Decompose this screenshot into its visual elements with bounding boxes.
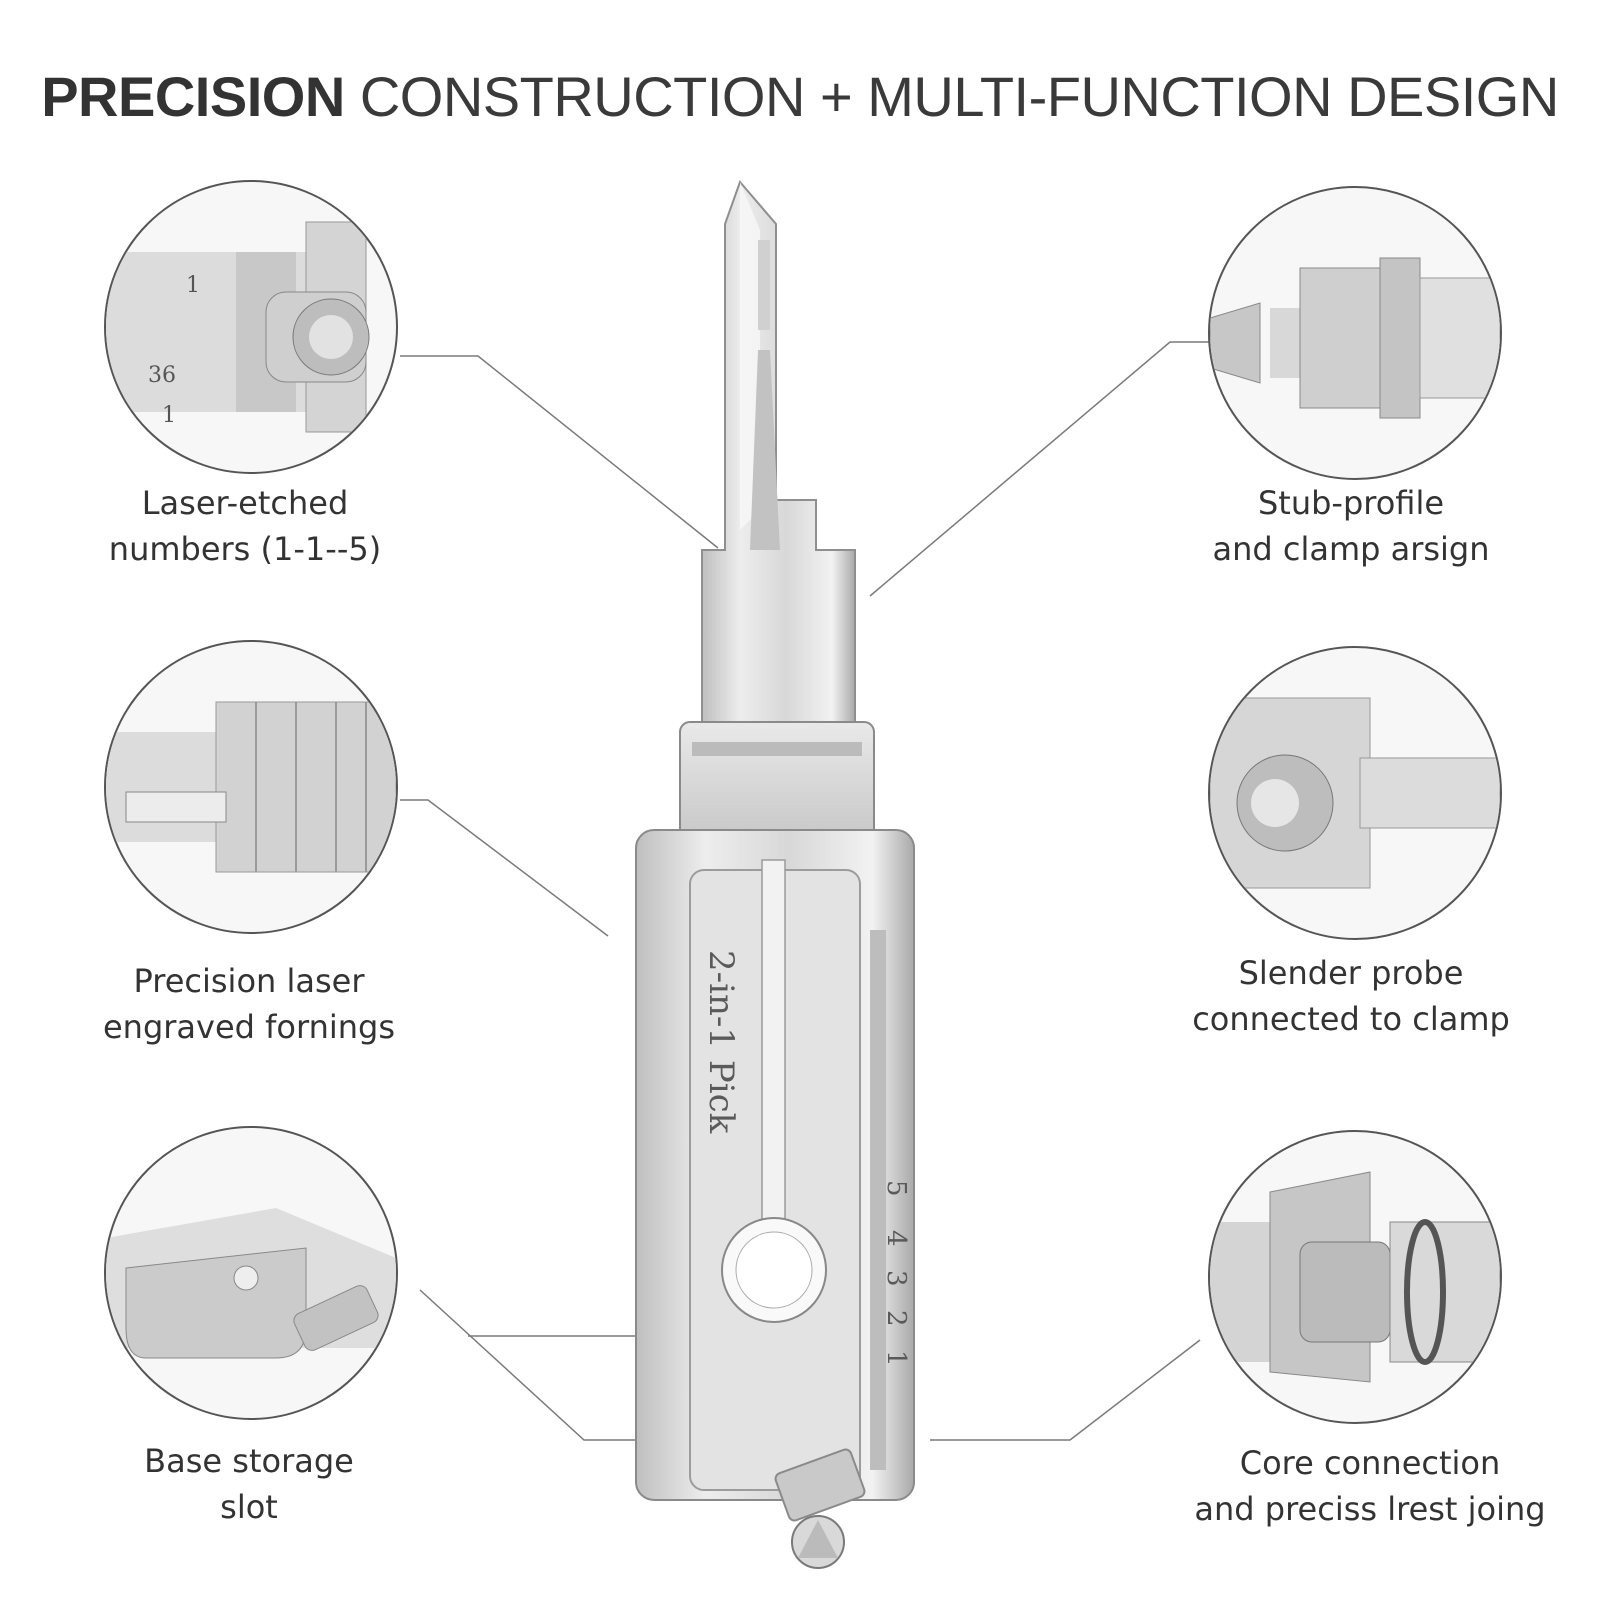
callout-line: Laser-etched (141, 484, 349, 522)
detail-circle-laser-etched: 1 36 1 (104, 180, 398, 474)
connector-sub-profile (869, 341, 1215, 597)
scale-number: 1 (881, 1350, 911, 1367)
detail-circle-sub-profile (1208, 186, 1502, 480)
detail-circle-base-storage (104, 1126, 398, 1420)
callout-precision-laser: Precision laser engraved fornings (84, 958, 414, 1050)
detail-circle-slender-probe (1208, 646, 1502, 940)
connector-precision-laser (400, 799, 609, 937)
page-title: PRECISION CONSTRUCTION + MULTI-FUNCTION … (0, 64, 1600, 129)
engraving-text: 2-in-1 Pick (701, 950, 741, 1134)
callout-line: Base storage (144, 1442, 354, 1480)
etched-number: 36 (148, 363, 176, 388)
callout-line: and preciss lrest joing (1194, 1490, 1546, 1528)
scale-number: 5 (881, 1180, 911, 1197)
etched-number: 1 (162, 403, 176, 428)
callout-line: numbers (1-1--5) (108, 530, 382, 568)
callout-line: engraved fornings (102, 1008, 396, 1046)
scale-number: 2 (881, 1310, 911, 1327)
callout-slender-probe: Slender probe connected to clamp (1186, 950, 1516, 1042)
scale-number: 3 (881, 1270, 911, 1287)
lock-pick-tool-illustration: 2-in-1 Pick 5 4 3 2 1 (635, 180, 915, 1569)
scale-numbers: 5 4 3 2 1 (881, 1180, 911, 1367)
callout-line: Slender probe (1238, 954, 1464, 992)
title-rest: CONSTRUCTION + MULTI-FUNCTION DESIGN (359, 65, 1559, 128)
connector-core-connection (930, 1339, 1201, 1441)
etched-number: 1 (186, 273, 200, 298)
callout-base-storage: Base storage slot (84, 1438, 414, 1530)
callout-sub-profile: Stub-profile and clamp arsign (1186, 480, 1516, 572)
callout-line: connected to clamp (1192, 1000, 1510, 1038)
callout-laser-etched: Laser-etched numbers (1-1--5) (80, 480, 410, 572)
callout-line: Core connection (1239, 1444, 1501, 1482)
scale-number: 4 (881, 1230, 911, 1247)
callout-line: Precision laser (133, 962, 365, 1000)
detail-circle-core-connection (1208, 1130, 1502, 1424)
title-bold: PRECISION (41, 65, 345, 128)
detail-circle-precision-laser (104, 640, 398, 934)
callout-core-connection: Core connection and preciss lrest joing (1180, 1440, 1560, 1532)
connector-base-storage (419, 1289, 650, 1441)
connector-laser-etched (400, 355, 719, 549)
callout-line: Stub-profile (1257, 484, 1445, 522)
callout-line: slot (220, 1488, 278, 1526)
callout-line: and clamp arsign (1212, 530, 1490, 568)
